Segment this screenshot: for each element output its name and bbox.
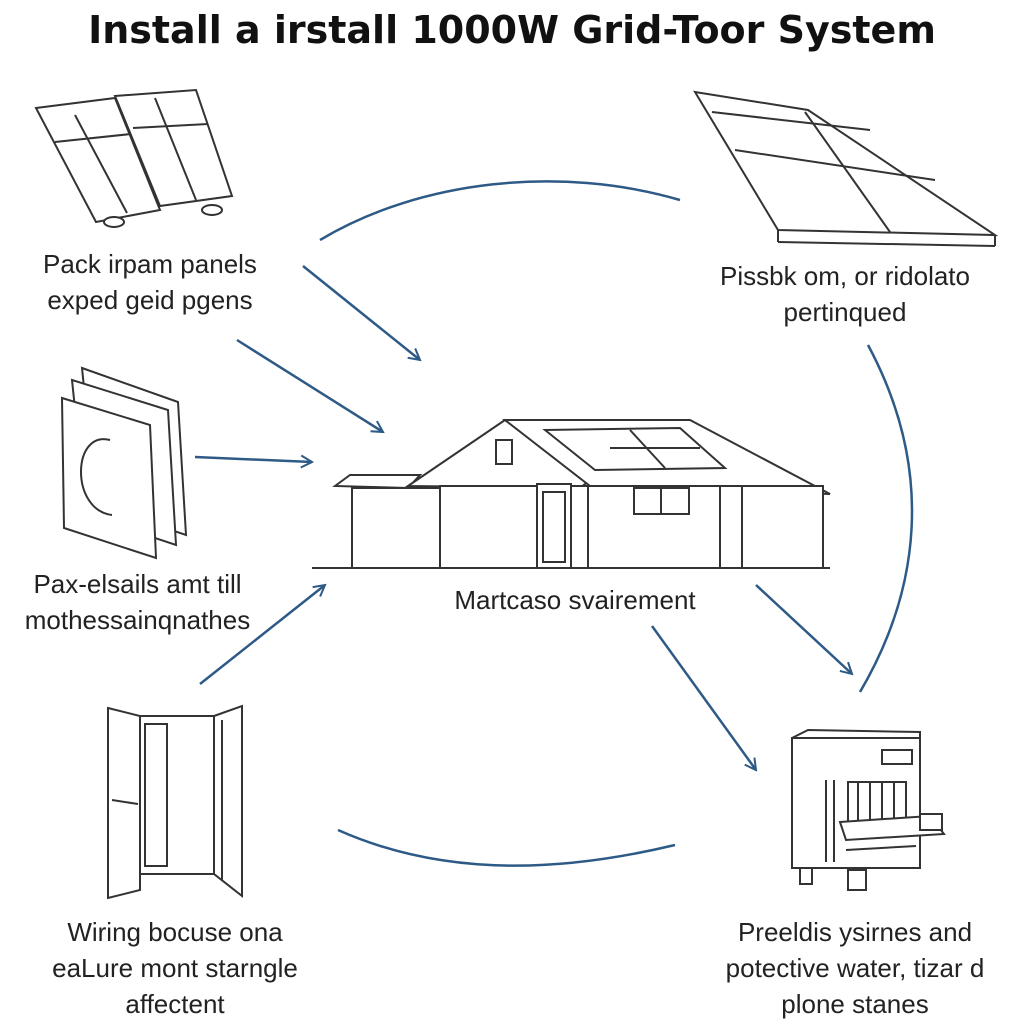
label-line: plone stanes xyxy=(781,989,929,1019)
mounting-panel-icon xyxy=(693,90,999,247)
battery-cabinet-icon xyxy=(60,366,188,560)
label-line: Pack irpam panels xyxy=(43,249,257,279)
electrical-enclosure-icon xyxy=(107,704,243,900)
label-line: eaLure mont starngle xyxy=(52,953,298,983)
panels-label: Pack irpam panels exped geid pgens xyxy=(0,246,300,318)
label-line: exped geid pgens xyxy=(47,285,253,315)
inverter-icon xyxy=(791,728,946,891)
label-line: affectent xyxy=(125,989,225,1019)
arrow-panels-house-1 xyxy=(302,265,420,360)
label-line: pertinqued xyxy=(783,297,907,327)
battery-label: Pax-elsails amt till mothessainqnathes xyxy=(0,566,275,638)
arrow-battery-house xyxy=(194,457,312,462)
label-line: Pissbk om, or ridolato xyxy=(720,261,970,291)
label-line: Preeldis ysirnes and xyxy=(737,917,973,947)
label-line: Pax-elsails amt till xyxy=(33,569,242,599)
label-line: potective water, tizar d xyxy=(725,953,985,983)
label-line: Martcaso svairement xyxy=(454,585,696,615)
wiring-label: Wiring bocuse ona eaLure mont starngle a… xyxy=(20,914,330,1022)
house-icon xyxy=(312,418,831,569)
flow-arrows xyxy=(194,180,914,867)
mount-label: Pissbk om, or ridolato pertinqued xyxy=(680,258,1010,330)
inverter-label: Preeldis ysirnes and potective water, ti… xyxy=(690,914,1020,1022)
arrow-house-inverter-2 xyxy=(650,625,756,770)
label-line: Wiring bocuse ona xyxy=(67,917,283,947)
arrow-wiring-house xyxy=(199,585,325,685)
label-line: mothessainqnathes xyxy=(24,605,251,635)
house-label: Martcaso svairement xyxy=(385,582,765,618)
diagram-title: Install a irstall 1000W Grid-Toor System xyxy=(88,8,936,52)
arc-right xyxy=(858,344,914,693)
arrow-house-inverter-1 xyxy=(755,584,852,674)
solar-panels-icon xyxy=(34,88,234,228)
arc-top xyxy=(319,180,681,242)
arrow-panels-house-2 xyxy=(236,338,383,432)
arc-bottom xyxy=(337,828,676,867)
